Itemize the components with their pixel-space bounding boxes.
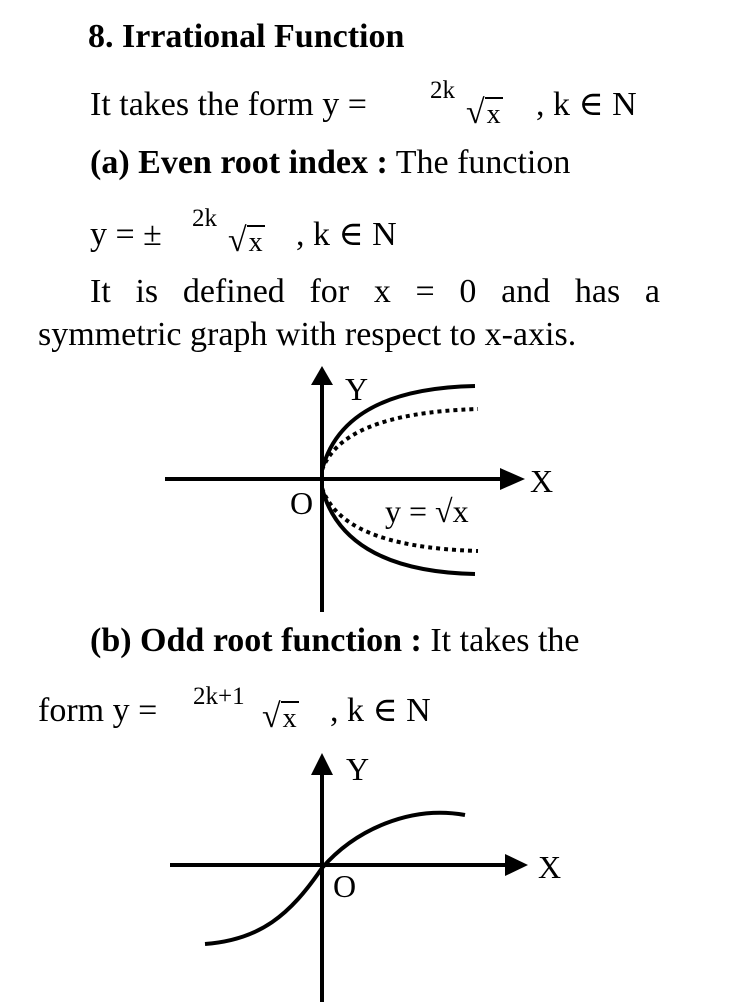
word: has bbox=[574, 273, 621, 310]
word: a bbox=[644, 273, 660, 310]
upper-solid-curve bbox=[320, 384, 476, 471]
section-title: 8. Irrational Function bbox=[88, 18, 405, 55]
intro-text: It takes the form y = bbox=[90, 86, 367, 123]
y-label: Y bbox=[346, 751, 369, 787]
intro-radical: √x bbox=[466, 94, 503, 131]
part-a-root-index: 2k bbox=[192, 205, 217, 232]
lower-solid-curve bbox=[320, 487, 476, 576]
part-b-line: (b) Odd root function : It takes the bbox=[90, 624, 580, 658]
part-a-heading: (a) Even root index : bbox=[90, 144, 388, 181]
word: for bbox=[309, 273, 350, 310]
upper-dotted-curve bbox=[320, 407, 479, 471]
even-root-graph: Y X O y = √x bbox=[165, 366, 553, 612]
intro-suffix: , k ∈ N bbox=[536, 86, 637, 123]
part-a-description-line1: It is defined for x = 0 and has a bbox=[90, 275, 660, 309]
part-b-text: It takes the bbox=[430, 622, 580, 659]
word: x bbox=[373, 273, 391, 310]
intro-root-index: 2k bbox=[430, 77, 455, 104]
x-label: X bbox=[538, 849, 561, 885]
part-a-description-line2: symmetric graph with respect to x-axis. bbox=[38, 316, 577, 353]
lower-dotted-curve bbox=[320, 487, 479, 553]
x-label: X bbox=[530, 463, 553, 499]
x-axis-arrow-icon bbox=[505, 854, 528, 876]
part-a-radical: √x bbox=[228, 222, 265, 259]
odd-root-graph: Y X O bbox=[170, 751, 561, 1002]
word: is bbox=[135, 273, 159, 310]
part-a-radicand: x bbox=[246, 225, 265, 258]
y-axis-arrow-icon bbox=[311, 366, 333, 385]
x-axis-arrow-icon bbox=[500, 468, 525, 490]
part-b-root-index: 2k+1 bbox=[193, 683, 245, 710]
part-a-text: The function bbox=[395, 144, 571, 181]
part-a-line: (a) Even root index : The function bbox=[90, 146, 570, 180]
word: defined bbox=[182, 273, 285, 310]
part-a-formula-suffix: , k ∈ N bbox=[296, 216, 397, 253]
cube-root-curve bbox=[204, 810, 466, 946]
part-b-radicand: x bbox=[280, 701, 299, 734]
part-a-formula-prefix: y = ± bbox=[90, 216, 162, 253]
word: and bbox=[501, 273, 551, 310]
word: 0 bbox=[459, 273, 477, 310]
y-axis-arrow-icon bbox=[311, 753, 333, 775]
y-label: Y bbox=[345, 371, 368, 407]
part-b-formula-prefix: form y = bbox=[38, 692, 158, 729]
part-b-heading: (b) Odd root function : bbox=[90, 622, 422, 659]
origin-label: O bbox=[290, 485, 313, 521]
word: It bbox=[90, 273, 111, 310]
intro-radicand: x bbox=[484, 97, 503, 130]
part-b-radical: √x bbox=[262, 698, 299, 735]
origin-label: O bbox=[333, 868, 356, 904]
word: = bbox=[415, 273, 435, 310]
curve-label: y = √x bbox=[385, 493, 469, 529]
part-b-formula-suffix: , k ∈ N bbox=[330, 692, 431, 729]
